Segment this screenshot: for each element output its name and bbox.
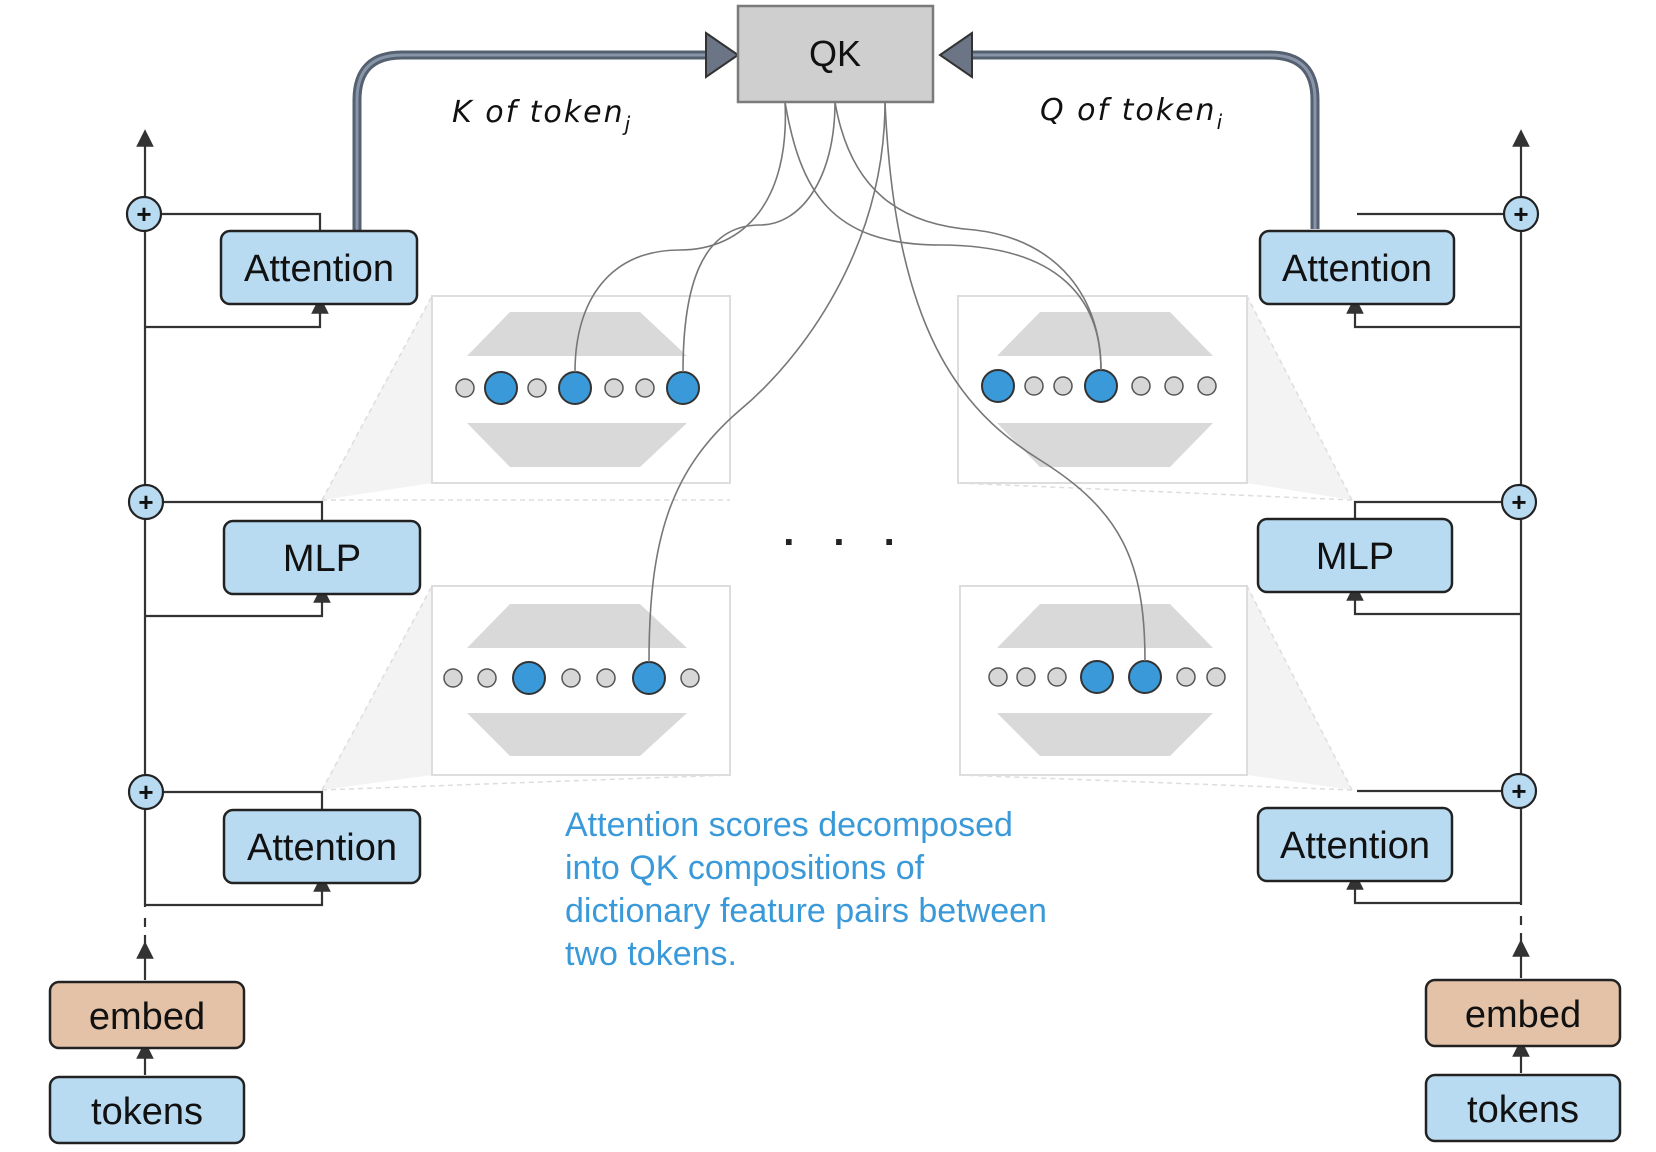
key-arrow-label-sub: j: [622, 112, 633, 136]
feature-active: [666, 371, 700, 405]
encoder-trapezoid-left-bottom: [467, 604, 687, 648]
decoder-trapezoid-right-top: [997, 423, 1213, 467]
plus-node-left-bottom: +: [127, 773, 165, 811]
qk-curve: [648, 101, 886, 663]
feature-inactive: [1131, 376, 1151, 396]
zoom-panels: [321, 295, 1353, 791]
left-mlp-block: MLP: [222, 519, 422, 596]
plus-node-right-bottom: +: [1500, 772, 1538, 810]
caption-line-2: into QK compositions of: [565, 849, 925, 887]
feature-active: [981, 369, 1015, 403]
encoder-trapezoid-right-bottom: [997, 604, 1213, 648]
feature-inactive: [1024, 376, 1044, 396]
feature-inactive: [1053, 376, 1073, 396]
plus-symbol: +: [1513, 199, 1528, 229]
caption-line-1: Attention scores decomposed: [565, 806, 1013, 844]
plus-node-left-middle: +: [127, 483, 165, 521]
encoder-trapezoid-left-top: [467, 312, 687, 356]
query-arrow-label-main: Q of token: [1040, 93, 1217, 128]
plus-symbol: +: [1511, 776, 1526, 806]
feature-inactive: [561, 668, 581, 688]
feature-inactive: [477, 668, 497, 688]
feature-inactive: [988, 667, 1008, 687]
feature-inactive: [1206, 667, 1226, 687]
feature-inactive: [1164, 376, 1184, 396]
feature-inactive: [596, 668, 616, 688]
left-attention-top-label: Attention: [244, 248, 394, 290]
qk-curve: [834, 101, 1102, 371]
decoder-trapezoid-left-bottom: [467, 713, 687, 756]
zoom-wedge-left-bottom: [322, 586, 432, 790]
encoder-trapezoid-right-top: [997, 312, 1213, 356]
plus-symbol: +: [138, 487, 153, 517]
qk-curve: [784, 101, 1102, 371]
key-arrow: [352, 31, 740, 231]
right-embed-label: embed: [1465, 994, 1581, 1036]
feature-circles: [443, 369, 1226, 695]
left-tokens-label: tokens: [91, 1091, 203, 1133]
key-arrow-label: K of tokenj: [452, 95, 632, 136]
feature-inactive: [443, 668, 463, 688]
qk-curve: [884, 101, 1146, 662]
left-embed-label: embed: [89, 996, 205, 1038]
qk-label: QK: [809, 33, 861, 74]
caption-line-4: two tokens.: [565, 935, 737, 973]
plus-symbol: +: [138, 777, 153, 807]
left-attention-top-block: Attention: [219, 229, 419, 306]
caption-line-3: dictionary feature pairs between: [565, 892, 1047, 930]
feature-inactive: [455, 378, 475, 398]
right-embed-block: embed: [1424, 978, 1622, 1048]
plus-node-right-top: +: [1502, 195, 1540, 233]
feature-active: [558, 371, 592, 405]
right-attention-bottom-label: Attention: [1280, 825, 1430, 867]
plus-node-left-top: +: [125, 195, 163, 233]
right-tokens-block: tokens: [1424, 1073, 1622, 1143]
feature-inactive: [1176, 667, 1196, 687]
zoom-wedge-right-bottom: [1247, 586, 1352, 790]
key-arrowhead: [705, 31, 740, 79]
feature-active: [1084, 369, 1118, 403]
feature-active: [484, 371, 518, 405]
left-mlp-label: MLP: [283, 538, 361, 580]
query-arrow-label: Q of tokeni: [1040, 93, 1224, 134]
feature-inactive: [1197, 376, 1217, 396]
query-arrowhead: [938, 31, 973, 79]
right-attention-bottom-block: Attention: [1256, 806, 1454, 883]
decoder-trapezoid-right-bottom: [997, 713, 1213, 756]
feature-inactive: [1047, 667, 1067, 687]
right-attention-top-block: Attention: [1258, 229, 1456, 306]
right-tokens-label: tokens: [1467, 1089, 1579, 1131]
qk-curve: [574, 101, 787, 373]
feature-inactive: [680, 668, 700, 688]
left-tokens-block: tokens: [48, 1075, 246, 1145]
feature-active: [1080, 660, 1114, 694]
feature-inactive: [527, 378, 547, 398]
left-attention-bottom-label: Attention: [247, 827, 397, 869]
left-attention-bottom-block: Attention: [222, 808, 422, 885]
plus-symbol: +: [1511, 487, 1526, 517]
feature-active: [632, 661, 666, 695]
qk-curve: [682, 101, 836, 373]
right-mlp-label: MLP: [1316, 536, 1394, 578]
right-attention-top-label: Attention: [1282, 248, 1432, 290]
ellipsis: . . .: [783, 510, 909, 554]
query-arrow: [938, 31, 1320, 229]
plus-symbol: +: [136, 199, 151, 229]
plus-node-right-middle: +: [1500, 483, 1538, 521]
feature-inactive: [635, 378, 655, 398]
caption: Attention scores decomposed into QK comp…: [565, 806, 1047, 973]
qk-box: QK: [736, 4, 935, 104]
feature-inactive: [1016, 667, 1036, 687]
feature-inactive: [604, 378, 624, 398]
decoder-trapezoid-left-top: [467, 423, 687, 467]
query-arrow-label-sub: i: [1217, 110, 1225, 134]
key-arrow-label-main: K of token: [452, 95, 625, 130]
feature-active: [512, 661, 546, 695]
residual-add-nodes: + + + + + +: [125, 195, 1540, 811]
left-embed-block: embed: [48, 980, 246, 1050]
feature-active: [1128, 660, 1162, 694]
qk-connection-curves: [574, 101, 1146, 663]
right-mlp-block: MLP: [1256, 517, 1454, 594]
